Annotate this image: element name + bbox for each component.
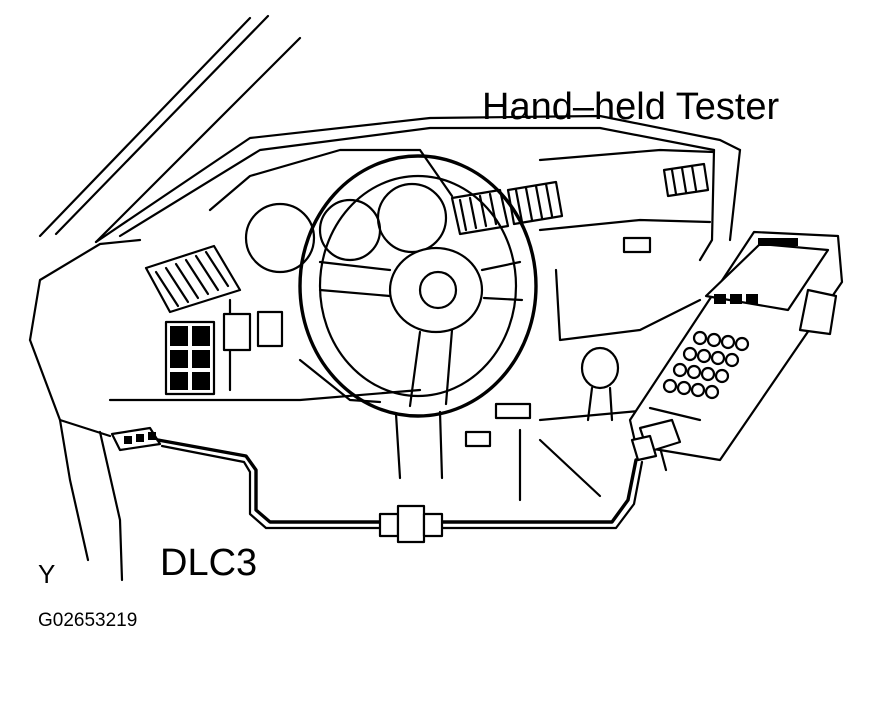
left-air-vent <box>144 244 242 314</box>
steering-wheel <box>298 154 538 418</box>
figure-code: G02653219 <box>38 610 138 631</box>
windshield-pillar <box>38 14 302 244</box>
instrument-cluster <box>208 148 454 274</box>
cable-coupler <box>378 504 444 544</box>
switch-panel <box>164 310 284 396</box>
dlc3-connector <box>110 426 162 452</box>
right-air-vent <box>662 162 710 198</box>
dlc3-label: DLC3 <box>160 542 258 584</box>
tester-cable <box>156 438 644 530</box>
marker-label: Y <box>38 559 56 589</box>
dashboard-outline <box>28 114 742 582</box>
center-air-vents <box>450 180 564 236</box>
glove-box <box>538 148 716 342</box>
tester-plug <box>630 418 682 462</box>
hand-held-tester-label: Hand–held Tester <box>482 86 780 128</box>
steering-column <box>298 358 532 480</box>
hand-held-tester <box>628 230 844 462</box>
